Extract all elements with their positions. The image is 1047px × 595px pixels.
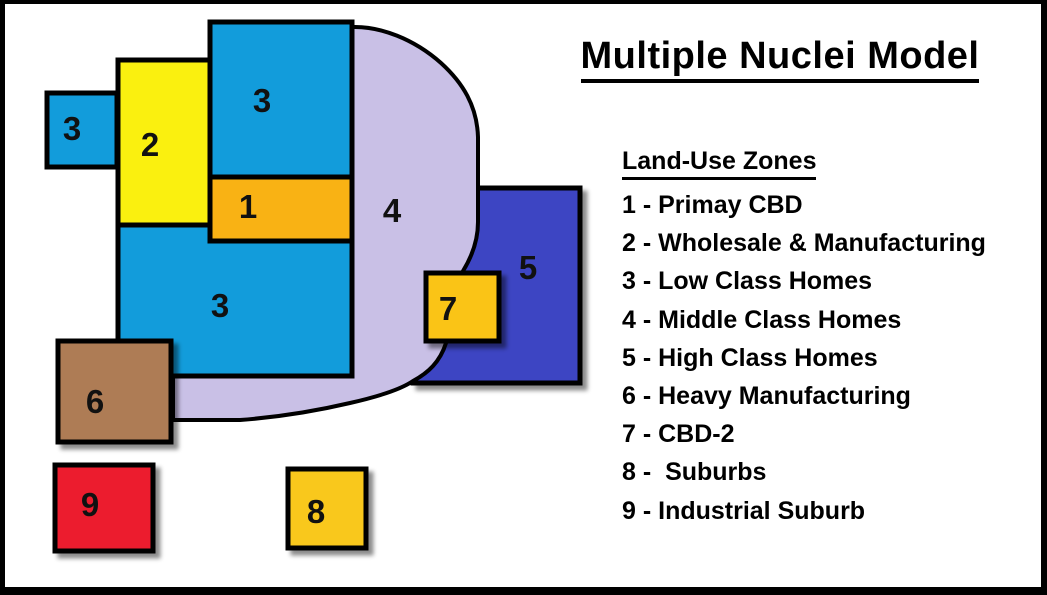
legend-item-1: 1 - Primay CBD	[622, 191, 803, 219]
zone-8-label: 8	[307, 493, 325, 530]
legend-item-2: 2 - Wholesale & Manufacturing	[622, 229, 986, 258]
legend-item-7: 7 - CBD-2	[622, 420, 735, 449]
zone-9-rect	[52, 462, 156, 554]
legend-items: 1 - Primay CBD 2 - Wholesale & Manufactu…	[622, 186, 986, 530]
zone-7-rect	[423, 270, 502, 344]
legend-heading: Land-Use Zones	[622, 146, 986, 180]
legend-item-6: 6 - Heavy Manufacturing	[622, 382, 911, 411]
zone-5-label: 5	[519, 249, 537, 286]
zone-2-label: 2	[141, 126, 159, 163]
zone-6-label: 6	[86, 383, 104, 420]
legend-heading-text: Land-Use Zones	[622, 146, 817, 180]
zone-1-rect	[207, 173, 355, 244]
legend-item-4: 4 - Middle Class Homes	[622, 305, 902, 334]
zone-2-rect	[115, 57, 213, 228]
zone-4-label: 4	[383, 192, 402, 229]
multiple-nuclei-diagram: 5 4 7 3 1 3 2 3 6 9 8	[44, 19, 583, 554]
zone-3-bottom-label: 3	[211, 287, 229, 324]
zone-3-top-rect	[207, 19, 355, 180]
zone-6-rect	[55, 338, 174, 445]
legend-item-3: 3 - Low Class Homes	[622, 267, 873, 296]
zone-8-rect	[285, 466, 369, 551]
zone-3-left-rect	[44, 90, 120, 170]
page-title-text: Multiple Nuclei Model	[580, 34, 980, 83]
zone-7-label: 7	[439, 290, 457, 327]
page-title: Multiple Nuclei Model	[555, 34, 1005, 83]
legend-item-8: 8 - Suburbs	[622, 458, 767, 487]
legend-item-9: 9 - Industrial Suburb	[622, 496, 866, 525]
zone-3-top-label: 3	[253, 82, 271, 119]
land-use-legend: Land-Use Zones 1 - Primay CBD 2 - Wholes…	[622, 146, 986, 530]
zone-9-label: 9	[81, 486, 99, 523]
zone-3-left-label: 3	[63, 110, 81, 147]
zone-1-label: 1	[239, 188, 257, 225]
legend-item-5: 5 - High Class Homes	[622, 343, 878, 372]
